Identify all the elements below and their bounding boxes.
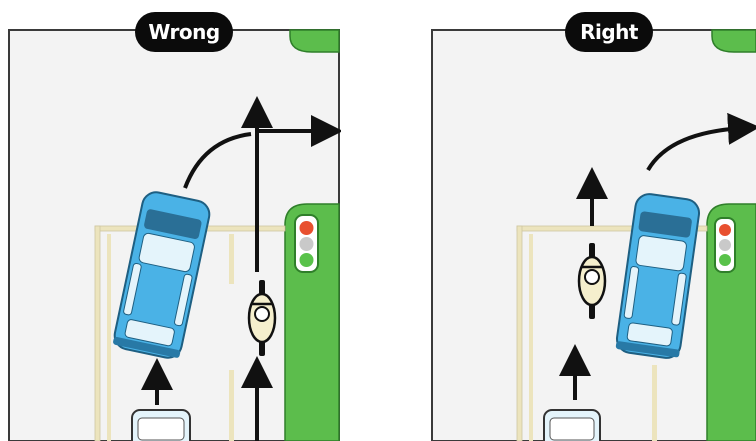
- curb-left: [95, 226, 100, 441]
- panel-right: [422, 0, 756, 441]
- right-scene: [422, 0, 756, 441]
- second-car-icon: [544, 410, 600, 441]
- grass-corner: [290, 30, 339, 52]
- wrong-label: Wrong: [135, 12, 233, 52]
- panel-wrong: [7, 0, 341, 441]
- second-car-icon: [132, 410, 190, 441]
- traffic-light-icon: [715, 218, 735, 272]
- curb-inner: [529, 234, 533, 441]
- lane-divider: [652, 365, 657, 441]
- grass-corner: [712, 30, 756, 52]
- right-label: Right: [565, 12, 653, 52]
- curb-left: [517, 226, 522, 441]
- curb-inner: [107, 234, 111, 441]
- traffic-light-icon: [295, 215, 318, 272]
- lane-divider: [229, 234, 234, 284]
- wrong-scene: [7, 0, 341, 441]
- lane-divider-2: [229, 370, 234, 441]
